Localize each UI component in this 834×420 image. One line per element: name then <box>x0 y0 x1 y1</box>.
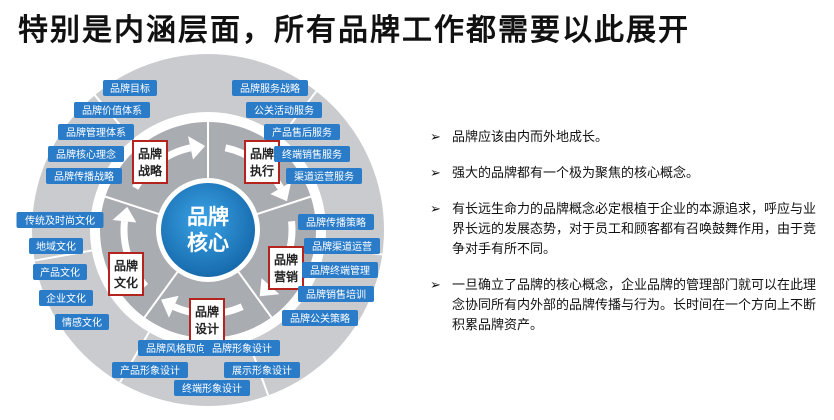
blue-tag <box>286 168 362 184</box>
tag-label: 渠道运营服务 <box>294 170 354 183</box>
tag-label: 地域文化 <box>36 240 76 253</box>
blue-tag <box>29 238 83 254</box>
quadrant-label-design: 品牌 <box>195 304 219 319</box>
segment-divider <box>143 269 180 318</box>
tag-label: 品牌服务战略 <box>240 82 300 95</box>
bullet-list: ➢ 品牌应该由内而外地成长。 ➢ 强大的品牌都有一个极为聚焦的核心概念。 ➢ 有… <box>430 128 820 352</box>
blue-tag <box>46 168 122 184</box>
tag-label: 产品形象设计 <box>120 364 180 377</box>
blue-tag <box>282 310 358 326</box>
blue-tag <box>264 124 340 140</box>
page-title: 特别是内涵层面，所有品牌工作都需要以此展开 <box>18 13 690 48</box>
blue-tag <box>48 146 124 162</box>
quadrant-label-strategy: 战略 <box>138 163 163 178</box>
blue-tag <box>274 146 350 162</box>
arrow-bullet-icon: ➢ <box>430 202 441 217</box>
tag-label: 品牌传播战略 <box>54 170 114 183</box>
tag-label: 品牌核心理念 <box>56 148 116 161</box>
tag-label: 产品售后服务 <box>272 126 332 139</box>
tag-label: 品牌目标 <box>110 82 150 95</box>
tag-label: 品牌销售培训 <box>306 288 366 301</box>
segment-divider <box>255 195 312 216</box>
tag-label: 品牌公关策略 <box>290 312 350 325</box>
arrow-bullet-icon: ➢ <box>430 166 441 181</box>
blue-tag <box>224 362 300 378</box>
quadrant-label-marketing: 营销 <box>274 269 298 284</box>
tag-label: 品牌风格取向 <box>146 342 206 355</box>
tag-label: 情感文化 <box>62 316 102 329</box>
blue-tag <box>304 238 380 254</box>
blue-tag <box>204 340 280 356</box>
blue-tag <box>103 80 157 96</box>
blue-tag <box>16 212 104 228</box>
segment-divider <box>104 195 161 216</box>
blue-tag <box>55 314 109 330</box>
bullet-item: ➢ 强大的品牌都有一个极为聚焦的核心概念。 <box>430 164 820 184</box>
core-label: 核心 <box>187 231 229 255</box>
blue-tag <box>174 380 250 396</box>
tag-label: 品牌终端管理 <box>310 264 370 277</box>
quadrant-label-execution: 执行 <box>250 163 274 178</box>
quadrant-label-design: 设计 <box>195 321 219 336</box>
cycle-arrowhead <box>188 136 206 160</box>
tag-label: 终端形象设计 <box>182 382 242 395</box>
arrow-bullet-icon: ➢ <box>430 130 441 145</box>
blue-tag <box>232 80 308 96</box>
tag-label: 产品文化 <box>40 266 80 279</box>
blue-tag <box>246 102 322 118</box>
segment-divider <box>236 269 273 318</box>
quadrant-label-culture: 品牌 <box>114 258 138 273</box>
blue-tag <box>58 124 134 140</box>
quadrant-label-box <box>244 140 280 184</box>
tag-label: 品牌形象设计 <box>212 342 272 355</box>
tag-label: 展示形象设计 <box>232 364 292 377</box>
bullet-text: 一旦确立了品牌的核心概念，企业品牌的管理部门就可以在此理念协同所有内外部的品牌传… <box>452 278 817 333</box>
bullet-text: 强大的品牌都有一个极为聚焦的核心概念。 <box>452 166 700 181</box>
blue-tag <box>33 264 87 280</box>
quadrant-label-execution: 品牌 <box>250 146 274 161</box>
blue-tag <box>302 262 378 278</box>
brand-core-diagram: 品牌核心品牌战略品牌执行品牌营销品牌设计品牌文化品牌目标品牌价值体系品牌管理体系… <box>16 54 384 406</box>
quadrant-label-box <box>108 252 144 296</box>
cycle-arrowhead <box>161 295 179 318</box>
tag-label: 品牌价值体系 <box>82 104 142 117</box>
tag-label: 传统及时尚文化 <box>25 214 95 227</box>
blue-tag <box>74 102 150 118</box>
blue-tag <box>112 362 188 378</box>
tag-label: 终端销售服务 <box>282 148 342 161</box>
tag-label: 公关活动服务 <box>254 104 314 117</box>
blue-tag <box>298 286 374 302</box>
tag-label: 品牌渠道运营 <box>312 240 372 253</box>
quadrant-label-box <box>132 140 168 184</box>
arrow-bullet-icon: ➢ <box>430 278 441 293</box>
bullet-item: ➢ 一旦确立了品牌的核心概念，企业品牌的管理部门就可以在此理念协同所有内外部的品… <box>430 276 820 336</box>
blue-tag <box>298 214 374 230</box>
core-label: 品牌 <box>187 205 229 229</box>
bullet-text: 有长远生命力的品牌概念必定根植于企业的本源追求，呼应与业界长远的发展态势，对于员… <box>452 202 817 257</box>
quadrant-label-strategy: 品牌 <box>138 146 162 161</box>
tag-label: 品牌传播策略 <box>306 216 366 229</box>
tag-label: 企业文化 <box>46 292 86 305</box>
blue-tag <box>39 290 93 306</box>
cycle-arrowhead <box>112 206 137 223</box>
brand-core <box>161 183 255 277</box>
blue-tag <box>138 340 214 356</box>
quadrant-label-box <box>268 246 304 290</box>
cycle-arrowhead <box>270 182 292 202</box>
tag-label: 品牌管理体系 <box>66 126 126 139</box>
quadrant-label-marketing: 品牌 <box>274 252 298 267</box>
bullet-item: ➢ 有长远生命力的品牌概念必定根植于企业的本源追求，呼应与业界长远的发展态势，对… <box>430 200 820 260</box>
bullet-item: ➢ 品牌应该由内而外地成长。 <box>430 128 820 148</box>
bullet-text: 品牌应该由内而外地成长。 <box>452 130 609 145</box>
quadrant-label-culture: 文化 <box>114 275 138 290</box>
